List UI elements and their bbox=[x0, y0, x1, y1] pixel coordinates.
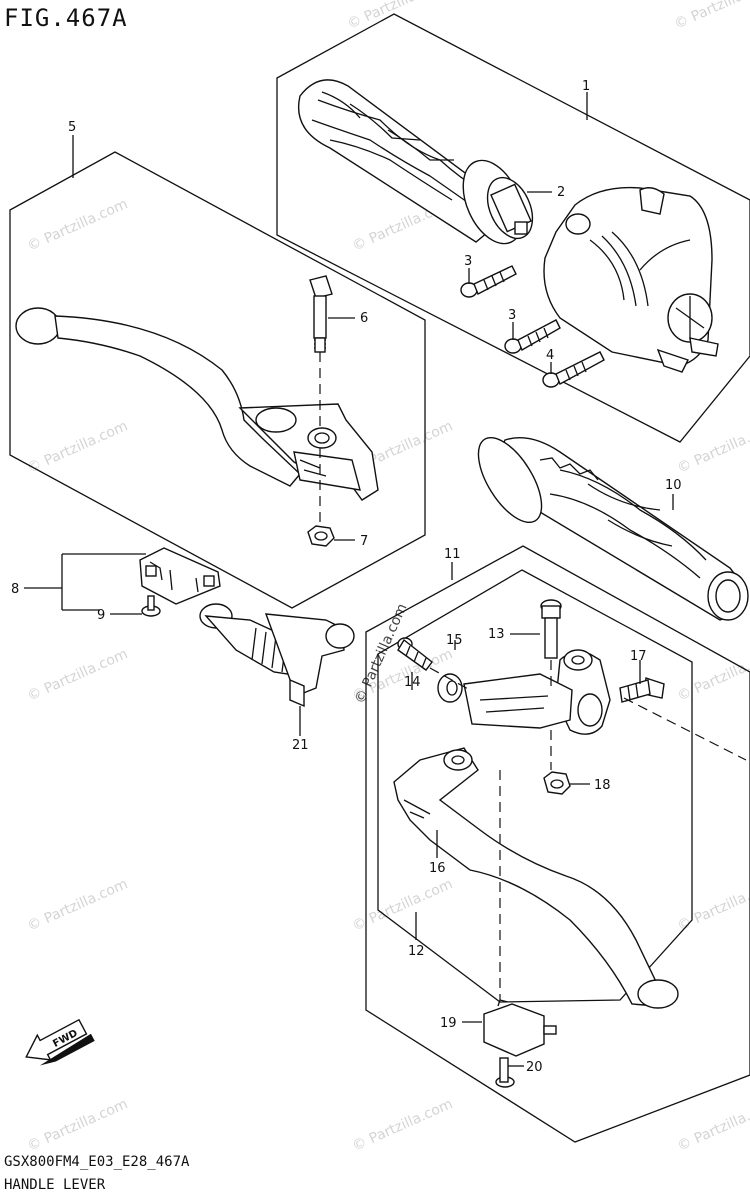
callout-4: 4 bbox=[546, 348, 554, 363]
adjuster-part-15 bbox=[397, 637, 433, 671]
axis-line-17 bbox=[623, 697, 747, 761]
callout-18: 18 bbox=[594, 778, 611, 793]
brake-switch-part-8 bbox=[139, 547, 221, 605]
leader-8 bbox=[24, 553, 146, 611]
screw-part-9 bbox=[141, 595, 161, 617]
fwd-arrow: FWD bbox=[25, 1018, 95, 1066]
clutch-switch-part-21 bbox=[199, 603, 355, 708]
callout-14: 14 bbox=[404, 675, 421, 690]
group-box-5 bbox=[9, 151, 426, 609]
callout-7: 7 bbox=[360, 534, 368, 549]
callout-20: 20 bbox=[526, 1060, 543, 1075]
clutch-bracket bbox=[463, 649, 611, 735]
callout-10: 10 bbox=[665, 478, 682, 493]
callout-1: 1 bbox=[582, 79, 590, 94]
callout-6: 6 bbox=[360, 311, 368, 326]
bolt-part-17 bbox=[619, 677, 665, 703]
group-box-1 bbox=[276, 13, 750, 443]
figure-caption: HANDLE LEVER bbox=[4, 1177, 106, 1193]
callout-15: 15 bbox=[446, 633, 463, 648]
callout-5: 5 bbox=[68, 120, 76, 135]
callout-19: 19 bbox=[440, 1016, 457, 1031]
callout-8: 8 bbox=[11, 582, 19, 597]
switch-part-19 bbox=[483, 999, 557, 1057]
callout-3: 3 bbox=[508, 308, 516, 323]
callout-9: 9 bbox=[97, 608, 105, 623]
screw-part-20 bbox=[495, 1057, 515, 1088]
callout-12: 12 bbox=[408, 944, 425, 959]
callout-3: 3 bbox=[464, 254, 472, 269]
axis-line-13 bbox=[499, 660, 552, 1000]
brake-lever bbox=[15, 307, 379, 501]
clutch-lever-part-16 bbox=[393, 747, 679, 1009]
throttle-grip bbox=[298, 79, 534, 245]
callout-2: 2 bbox=[557, 185, 565, 200]
pivot-bolt-part-6 bbox=[309, 275, 333, 353]
callout-21: 21 bbox=[292, 738, 309, 753]
group-box-11 bbox=[365, 545, 750, 1143]
bolt-part-13 bbox=[540, 599, 562, 659]
axis-line-15 bbox=[429, 667, 471, 691]
screw-part-3-lower bbox=[504, 319, 561, 354]
group-box-12 bbox=[377, 569, 693, 1003]
callout-16: 16 bbox=[429, 861, 446, 876]
left-grip-part-10 bbox=[477, 436, 749, 621]
nut-part-7 bbox=[307, 525, 335, 547]
washer-part-14 bbox=[437, 673, 463, 703]
nut-part-18 bbox=[543, 771, 571, 795]
callout-13: 13 bbox=[488, 627, 505, 642]
switch-housing bbox=[543, 186, 719, 373]
figure-title: FIG.467A bbox=[4, 4, 128, 32]
figure-code: GSX800FM4_E03_E28_467A bbox=[4, 1154, 190, 1170]
callout-17: 17 bbox=[630, 649, 647, 664]
screw-part-3-upper bbox=[460, 265, 517, 298]
callout-11: 11 bbox=[444, 547, 461, 562]
screw-part-4 bbox=[542, 351, 605, 388]
